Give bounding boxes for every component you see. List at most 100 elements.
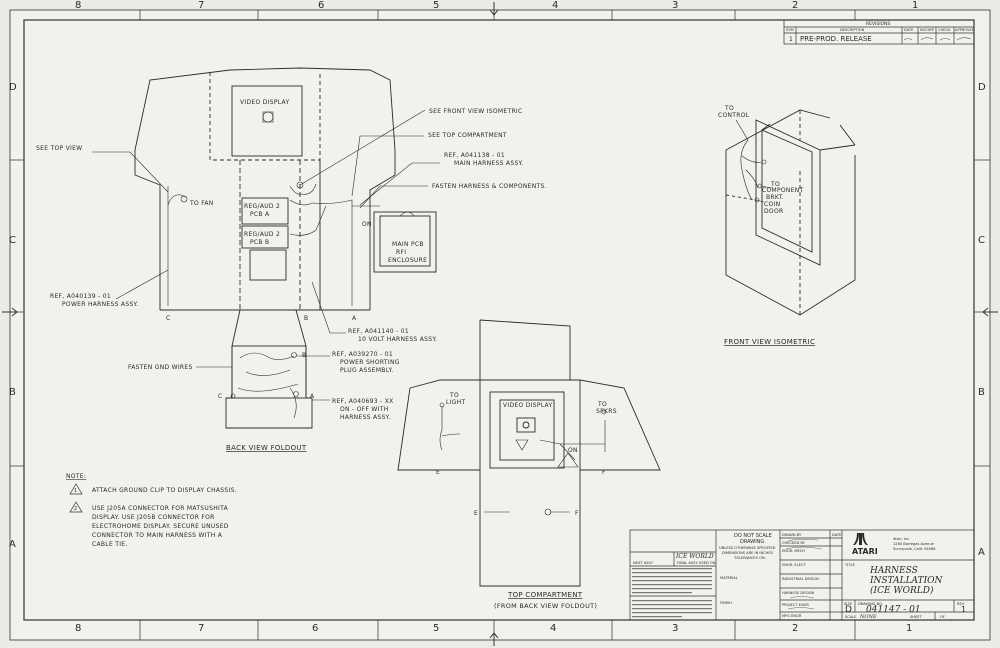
engr-mech-label: ENGR. MECH bbox=[782, 549, 805, 553]
title-block-grid bbox=[629, 529, 975, 621]
date-label: DATE bbox=[832, 533, 842, 537]
note1-number: 1 bbox=[74, 488, 77, 494]
tolerances-note: TOLERANCES ON: bbox=[733, 556, 766, 560]
regaud-b-label: REG/AUD 2 bbox=[244, 231, 280, 238]
fasten-harness-label: FASTEN HARNESS & COMPONENTS. bbox=[432, 183, 547, 190]
col-top-7: 7 bbox=[198, 0, 204, 11]
revisions-block bbox=[783, 19, 975, 45]
note2-line5: CABLE TIE. bbox=[92, 541, 128, 548]
drawn-by-label: DRAWN BY bbox=[782, 533, 802, 537]
size-label: SIZE bbox=[844, 602, 853, 606]
power-harness-assy-label: POWER HARNESS ASSY. bbox=[62, 301, 139, 308]
rev-row-description: PRE-PROD. RELEASE bbox=[800, 35, 872, 43]
address-1: Atari, Inc. bbox=[893, 537, 910, 541]
note2-line2: DISPLAY. USE J205B CONNECTOR FOR bbox=[92, 514, 215, 521]
top-letter-f2-label: F bbox=[575, 510, 579, 517]
column-labels-top: 8 7 6 5 4 3 2 1 bbox=[75, 0, 918, 11]
next-assy-label: NEXT ASSY bbox=[633, 561, 654, 565]
col-bottom-6: 6 bbox=[312, 623, 318, 634]
letter-b-label: B bbox=[304, 315, 308, 322]
note1-text: ATTACH GROUND CLIP TO DISPLAY CHASSIS. bbox=[92, 487, 237, 494]
top-compartment-labels: TO LIGHT VIDEO DISPLAY TO SPKRS ON E F E… bbox=[436, 392, 617, 610]
col-bottom-5: 5 bbox=[433, 623, 439, 634]
finish-label: FINISH bbox=[720, 601, 732, 605]
light-label: LIGHT bbox=[446, 399, 465, 406]
spkrs-label: SPKRS bbox=[596, 408, 617, 415]
revisions-title: REVISIONS bbox=[866, 21, 890, 27]
col-bottom-2: 2 bbox=[792, 623, 798, 634]
on-label: ON bbox=[362, 221, 372, 228]
drawing-number: 041147 - 01 bbox=[866, 605, 921, 615]
mfg-engr-label: MFG ENGR bbox=[782, 614, 802, 618]
col-top-4: 4 bbox=[552, 0, 558, 11]
main-harness-assy-label: MAIN HARNESS ASSY. bbox=[454, 160, 524, 167]
final-assy-label: FINAL ASSY USED ON bbox=[677, 561, 716, 565]
column-labels-bottom: 8 7 6 5 4 3 2 1 bbox=[75, 623, 912, 634]
confidential-notice bbox=[632, 568, 712, 618]
component-label: COMPONENT bbox=[762, 187, 804, 194]
top-compartment-caption: TOP COMPARTMENT bbox=[507, 591, 583, 599]
door-label: DOOR bbox=[764, 208, 783, 215]
material-label: MATERIAL bbox=[720, 576, 738, 580]
rev-header-incorp: INCORP bbox=[920, 28, 935, 32]
fasten-gnd-wires-label: FASTEN GND WIRES bbox=[128, 364, 193, 371]
notes-title: NOTE: bbox=[66, 473, 86, 480]
back-view-caption: BACK VIEW FOLDOUT bbox=[226, 444, 307, 452]
title-line-1: HARNESS bbox=[869, 566, 918, 576]
to-spkrs-label: TO bbox=[597, 401, 607, 408]
foldout-b-label: B bbox=[302, 352, 306, 359]
unless-note: UNLESS OTHERWISE SPECIFIED bbox=[719, 546, 776, 550]
drawing-word: DRAWING bbox=[740, 539, 764, 545]
do-not-scale: DO NOT SCALE bbox=[734, 533, 772, 539]
row-left-c: C bbox=[9, 235, 16, 246]
industrial-design-label: INDUSTRIAL DESIGN bbox=[782, 577, 819, 581]
row-left-d: D bbox=[9, 82, 17, 93]
col-top-6: 6 bbox=[318, 0, 324, 11]
title-block: DO NOT SCALE DRAWING UNLESS OTHERWISE SP… bbox=[633, 533, 966, 620]
row-right-a: A bbox=[978, 547, 985, 558]
main-pcb-label: MAIN PCB bbox=[392, 241, 424, 248]
drawing-frame bbox=[23, 19, 975, 621]
col-top-3: 3 bbox=[672, 0, 678, 11]
top-letter-f-label: F bbox=[602, 469, 606, 476]
pcb-b-label: PCB B bbox=[250, 239, 269, 246]
ref-power-harness-label: REF, A040139 - 01 bbox=[50, 293, 111, 300]
see-front-view-label: SEE FRONT VIEW ISOMETRIC bbox=[429, 108, 522, 115]
back-view-labels: VIDEO DISPLAY SEE TOP VIEW TO FAN SEE FR… bbox=[36, 99, 547, 452]
back-video-display-label: VIDEO DISPLAY bbox=[240, 99, 289, 106]
title-line-3: (ICE WORLD) bbox=[870, 585, 934, 596]
address-2: 1265 Borregas Avenue bbox=[893, 542, 935, 546]
to-fan-label: TO FAN bbox=[189, 200, 214, 207]
letter-a-label: A bbox=[352, 315, 357, 322]
engr-elect-label: ENGR. ELECT bbox=[782, 563, 806, 567]
row-left-b: B bbox=[9, 387, 16, 398]
row-left-a: A bbox=[9, 539, 16, 550]
foldout-a-label: A bbox=[310, 393, 315, 400]
harness-design-label: HARNESS DESIGN bbox=[782, 591, 814, 595]
foldout-c-label: C bbox=[218, 393, 223, 400]
size-value: D bbox=[845, 605, 852, 615]
row-labels: D C B A D C B A bbox=[9, 82, 986, 558]
rev-header-date: DATE bbox=[904, 28, 914, 32]
see-top-compartment-label: SEE TOP COMPARTMENT bbox=[428, 132, 507, 139]
col-top-1: 1 bbox=[912, 0, 918, 11]
scale-value: NONE bbox=[859, 614, 877, 620]
col-top-2: 2 bbox=[792, 0, 798, 11]
col-bottom-8: 8 bbox=[75, 623, 81, 634]
pcb-a-label: PCB A bbox=[250, 211, 270, 218]
ref-10volt-label: REF, A041140 - 01 bbox=[348, 328, 409, 335]
col-bottom-7: 7 bbox=[198, 623, 204, 634]
harness-assy-label: HARNESS ASSY. bbox=[340, 414, 391, 421]
see-top-view-label: SEE TOP VIEW bbox=[36, 145, 82, 152]
rev-header-description: DESCRIPTION bbox=[840, 28, 865, 32]
scale-label: SCALE bbox=[845, 615, 857, 619]
note1-triangle bbox=[69, 483, 83, 495]
row-right-c: C bbox=[978, 235, 985, 246]
top-compartment-harness bbox=[439, 402, 607, 516]
to-light-label: TO bbox=[449, 392, 459, 399]
control-label: CONTROL bbox=[718, 112, 750, 119]
rev-value: 1 bbox=[961, 605, 966, 614]
note2-number: 2 bbox=[74, 506, 77, 512]
